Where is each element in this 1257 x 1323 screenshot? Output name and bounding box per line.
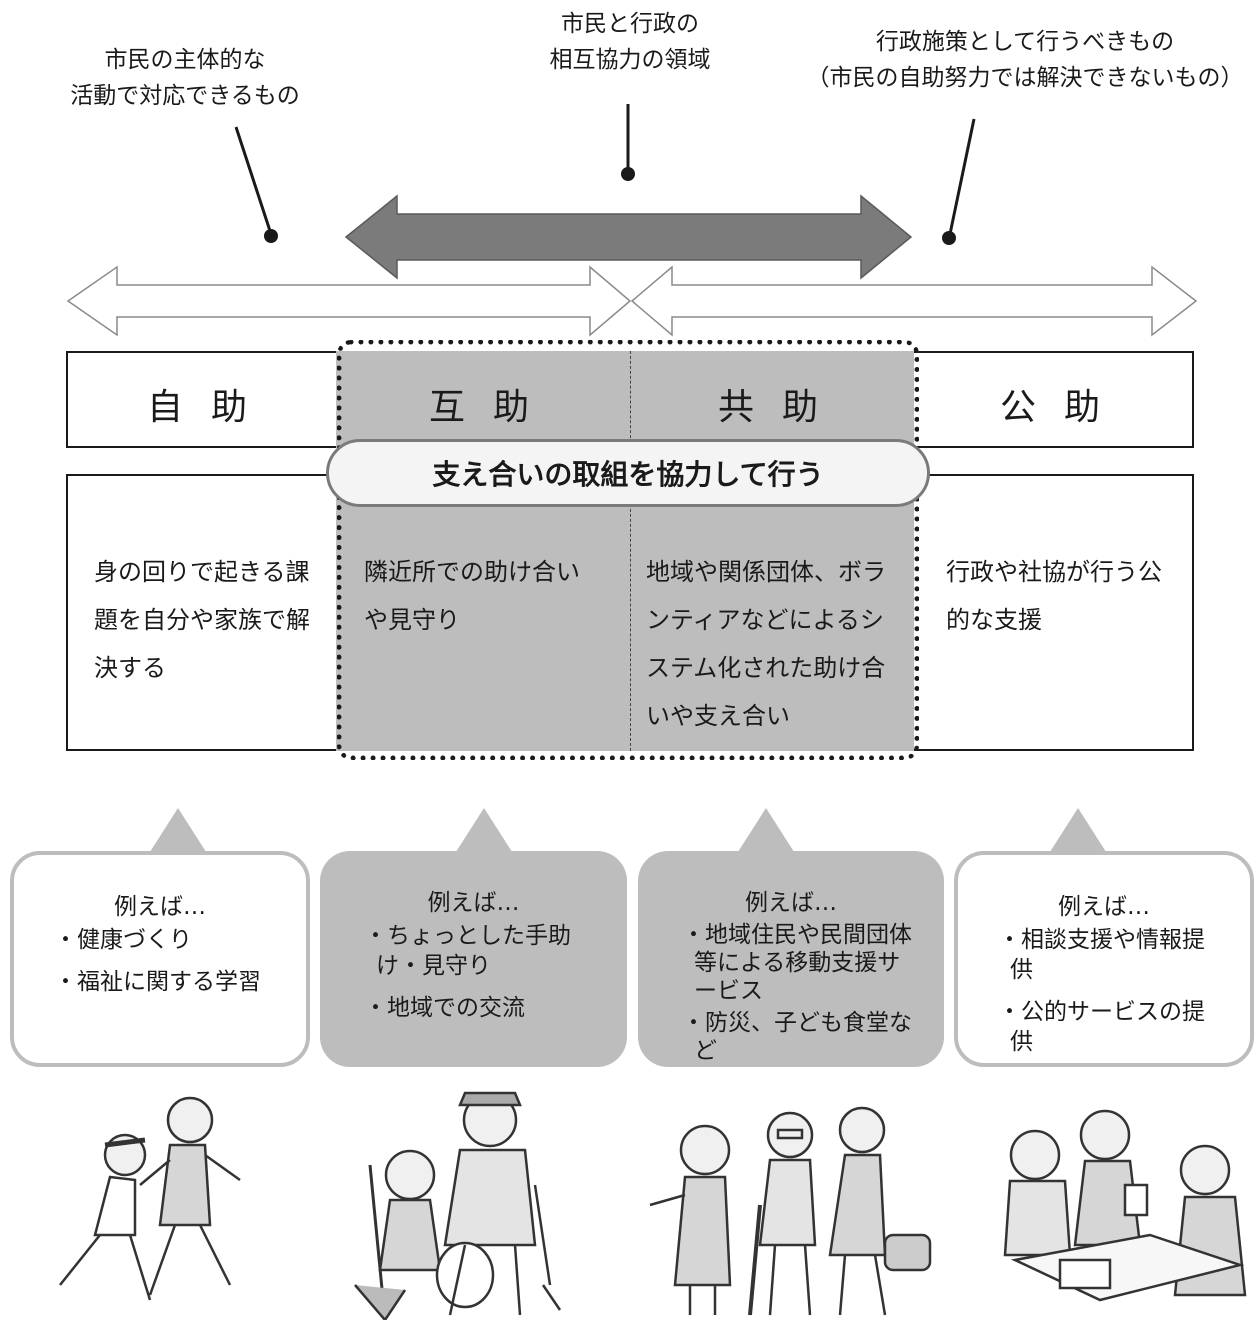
example-item: ・健康づくり <box>54 927 192 953</box>
pointer-line-public <box>948 118 976 235</box>
neighbors-cleanup-illustration-icon <box>354 1091 562 1320</box>
cooperative-public-double-arrow <box>630 265 1198 337</box>
header-cell-self <box>66 351 336 448</box>
example-item: ・地域での交流 <box>364 995 525 1021</box>
self-mutual-double-arrow <box>66 265 632 337</box>
pointer-public <box>1048 808 1108 855</box>
pointer-dot-mutual <box>621 167 635 181</box>
mutual-double-arrow <box>344 194 913 280</box>
header-cell-public <box>914 351 1194 448</box>
example-item: ・ちょっとした手助け・見守り <box>364 923 571 979</box>
header-cooperative: 共助 <box>717 387 846 428</box>
mutual-cooperative-outline <box>337 340 919 760</box>
example-item: ・福祉に関する学習 <box>54 969 261 995</box>
example-bubble-mutual: 例えば… ・ちょっとした手助け・見守り ・地域での交流 <box>320 851 627 1067</box>
example-bubble-self: 例えば… ・健康づくり ・福祉に関する学習 <box>10 851 310 1067</box>
header-public: 公助 <box>999 387 1128 428</box>
pointer-dot-public <box>942 231 956 245</box>
desc-cell-mutual <box>336 474 630 751</box>
example-item: ・公的サービスの提供 <box>998 999 1205 1055</box>
pointer-cooperative <box>736 808 796 855</box>
example-item: ・相談支援や情報提供 <box>998 927 1205 983</box>
walking-support-illustration-icon <box>649 1106 932 1316</box>
header-self: 自助 <box>146 387 275 428</box>
example-title: 例えば… <box>427 890 520 916</box>
header-mutual: 互助 <box>428 387 557 428</box>
desc-self: 身の回りで起きる課題を自分や家族で解決する <box>94 558 310 682</box>
example-item: ・防災、子ども食堂など <box>682 1010 912 1064</box>
example-title: 例えば… <box>745 890 837 916</box>
label-mutual-area: 市民と行政の 相互協力の領域 <box>549 11 711 73</box>
pointer-self <box>148 808 208 855</box>
pointer-line-self <box>234 126 273 235</box>
desc-mutual: 隣近所での助け合いや見守り <box>364 558 580 634</box>
desc-cell-self <box>66 474 336 751</box>
runners-illustration-icon <box>59 1096 241 1301</box>
desc-cooperative: 地域や関係団体、ボランティアなどによるシステム化された助け合いや支え合い <box>646 558 886 730</box>
bubble-pointers <box>148 808 1108 855</box>
pointer-mutual <box>454 808 514 855</box>
consultation-illustration-icon <box>1003 1109 1247 1302</box>
example-item: ・地域住民や民間団体等による移動支援サービス <box>682 922 912 1004</box>
example-title: 例えば… <box>1058 894 1150 920</box>
header-cell-cooperative <box>630 351 914 448</box>
example-title: 例えば… <box>114 894 206 920</box>
cooperation-banner: 支え合いの取組を協力して行う <box>326 439 930 507</box>
label-self-help: 市民の主体的な 活動で対応できるもの <box>70 47 300 109</box>
label-public-help: 行政施策として行うべきもの （市民の自助努力では解決できないもの） <box>806 29 1244 91</box>
arrows-diagram <box>66 104 1198 337</box>
desc-public: 行政や社協が行う公的な支援 <box>946 558 1162 634</box>
example-bubble-cooperative: 例えば… ・地域住民や民間団体等による移動支援サービス ・防災、子ども食堂など <box>638 851 944 1067</box>
desc-cell-cooperative <box>630 474 914 751</box>
example-bubble-public: 例えば… ・相談支援や情報提供 ・公的サービスの提供 <box>954 851 1254 1067</box>
pointer-dot-self <box>264 229 278 243</box>
desc-cell-public <box>914 474 1194 751</box>
header-cell-mutual <box>336 351 630 448</box>
